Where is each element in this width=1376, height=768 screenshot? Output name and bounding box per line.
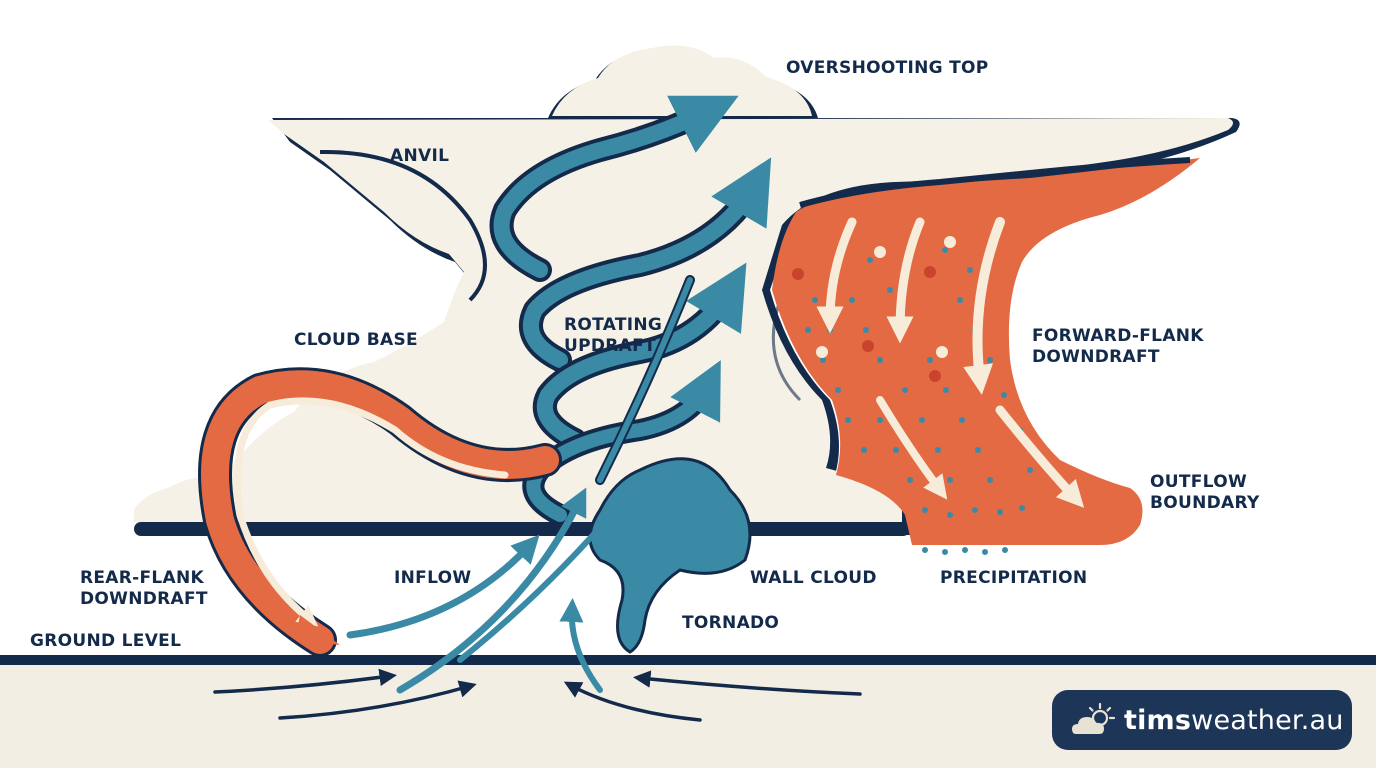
timsweather-logo[interactable]: timsweather.au	[1052, 690, 1352, 750]
rear-flank-label-line2: DOWNDRAFT	[80, 589, 208, 609]
ground-line	[0, 655, 1376, 665]
ffd-arrows	[816, 217, 1085, 508]
rotating-updraft-label-line1: ROTATING	[564, 315, 663, 335]
rear-flank-downdraft-label: REAR-FLANK DOWNDRAFT	[80, 568, 208, 610]
rotating-updraft-label: ROTATING UPDRAFT	[564, 315, 662, 357]
forward-flank-label-line2: DOWNDRAFT	[1032, 347, 1160, 367]
logo-wordmark-bold: tims	[1124, 704, 1192, 736]
precipitation-label: PRECIPITATION	[940, 568, 1088, 588]
ground-level-label: GROUND LEVEL	[30, 631, 182, 651]
inflow-label: INFLOW	[394, 568, 472, 588]
hail-marks	[792, 236, 956, 382]
logo-wordmark: timsweather.au	[1124, 705, 1344, 736]
rotating-updraft-label-line2: UPDRAFT	[564, 336, 656, 356]
overshooting-top-label: OVERSHOOTING TOP	[786, 58, 989, 78]
wall-cloud-label: WALL CLOUD	[750, 568, 877, 588]
forward-flank-downdraft-label: FORWARD-FLANK DOWNDRAFT	[1032, 326, 1204, 368]
inflow-arrows	[346, 470, 648, 694]
logo-wordmark-light: weather.au	[1191, 704, 1344, 736]
outflow-boundary-label: OUTFLOW BOUNDARY	[1150, 472, 1260, 514]
rotating-updraft-arrows	[489, 95, 772, 526]
tornado-label: TORNADO	[682, 613, 780, 633]
wall-cloud-tornado	[588, 457, 752, 654]
outflow-label-line2: BOUNDARY	[1150, 493, 1260, 513]
rear-flank-label-line1: REAR-FLANK	[80, 568, 205, 588]
outflow-label-line1: OUTFLOW	[1150, 472, 1247, 492]
ground-inflow-arrows	[213, 668, 862, 722]
anvil-label: ANVIL	[390, 146, 450, 166]
sun-cloud-icon	[1072, 702, 1116, 734]
forward-flank-shape	[772, 157, 1200, 555]
rear-flank-arrows	[198, 367, 562, 657]
forward-flank-label-line1: FORWARD-FLANK	[1032, 326, 1204, 346]
cloud-base-label: CLOUD BASE	[294, 330, 418, 350]
